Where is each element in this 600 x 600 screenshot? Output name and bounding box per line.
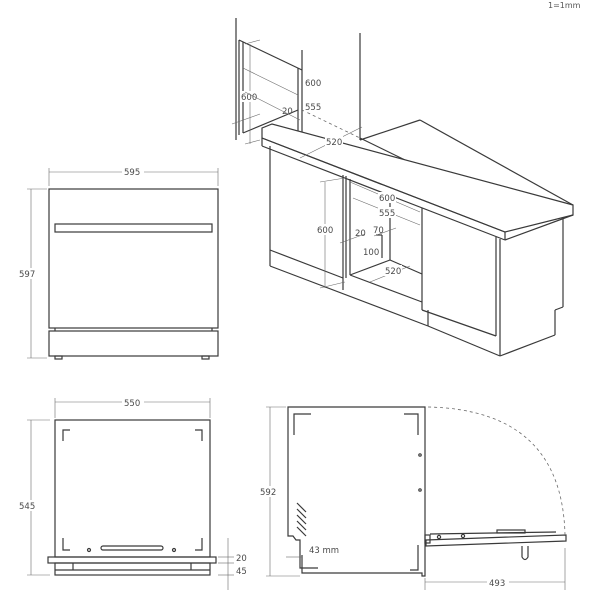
upper-niche-dimensions: 600 600 555 20 520 — [231, 39, 363, 159]
side-height-label: 592 — [260, 488, 276, 498]
top-depth-label: 545 — [19, 502, 35, 512]
front-view: 595 597 — [18, 166, 219, 360]
lower-niche-dimensions: 600 600 555 20 70 100 520 — [316, 177, 421, 289]
upper-outer-width-label: 600 — [305, 79, 321, 89]
lower-side-gap-label: 20 — [355, 229, 366, 239]
upper-side-gap-label: 20 — [282, 107, 293, 117]
upper-depth-label: 520 — [326, 138, 342, 148]
upper-height-label: 600 — [241, 93, 257, 103]
side-view: 592 43 mm 493 — [259, 406, 567, 590]
top-width-label: 550 — [124, 399, 140, 409]
lower-inner-width-label: 555 — [379, 209, 395, 219]
lower-height-label: 600 — [317, 226, 333, 236]
upper-inner-width-label: 555 — [305, 103, 321, 113]
lower-outer-width-label: 600 — [379, 194, 395, 204]
front-height-label: 597 — [19, 270, 35, 280]
rear-offset-label: 43 mm — [309, 546, 339, 556]
lower-cutout-height-label: 100 — [363, 248, 379, 258]
lower-depth-label: 520 — [385, 267, 401, 277]
top-view: 550 545 20 45 — [18, 397, 247, 590]
door-extension-label: 493 — [489, 579, 505, 589]
door-thickness-label: 20 — [236, 554, 247, 564]
isometric-cabinet-view — [235, 18, 574, 357]
plinth-depth-label: 45 — [236, 567, 247, 577]
front-width-label: 595 — [124, 168, 140, 178]
lower-cutout-width-label: 70 — [373, 226, 384, 236]
scale-note: 1=1mm — [548, 1, 581, 10]
